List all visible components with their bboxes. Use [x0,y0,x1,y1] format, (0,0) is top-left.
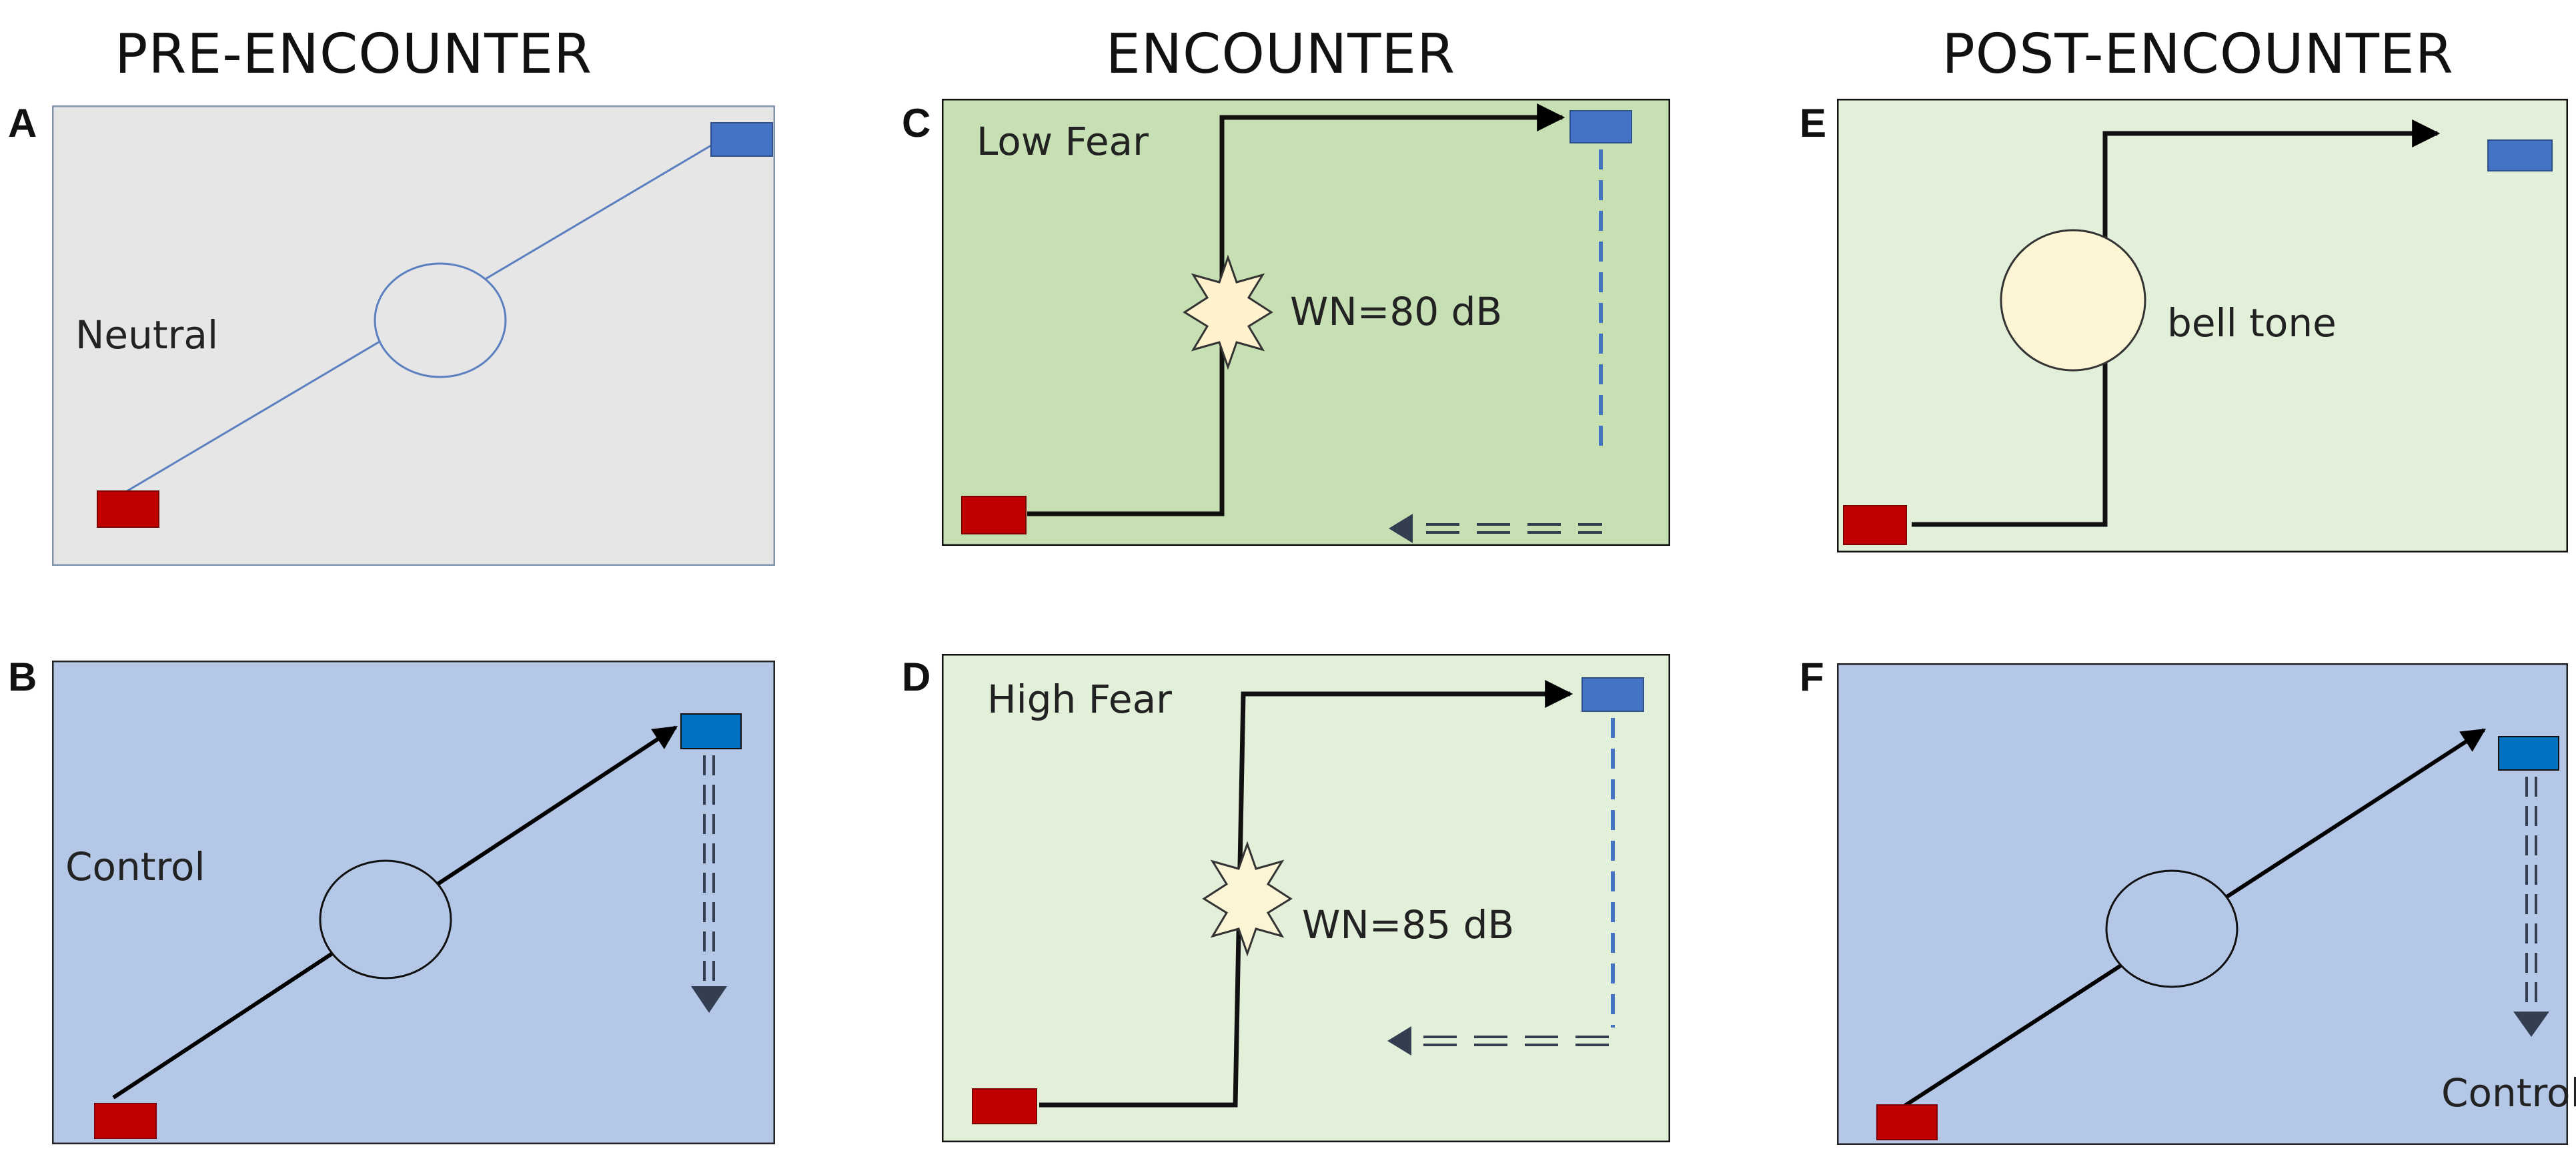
panel-d-diagram [942,654,1670,1142]
column-title-pre-encounter: PRE-ENCOUNTER [114,23,592,86]
panel-c-label: Low Fear [977,119,1149,164]
return-arrowhead-d [1387,1026,1411,1056]
panel-b-diagram [52,661,775,1144]
start-box-e [1843,505,1907,545]
panel-f-diagram [1837,663,2568,1145]
goal-box-b [680,713,742,749]
center-circle-b [319,859,452,980]
goal-box-d [1581,677,1644,712]
goal-box-c [1569,110,1632,143]
column-title-post-encounter: POST-ENCOUNTER [1942,23,2454,86]
panel-e-stimulus: bell tone [2167,300,2337,346]
column-title-encounter: ENCOUNTER [1105,23,1456,86]
panel-f-control: Control [1837,663,2576,1145]
center-circle-a [374,262,507,378]
start-box-b [94,1103,157,1139]
bell-tone-circle-e [2000,229,2146,372]
panel-c-diagram [942,99,1670,546]
panel-d-stimulus: WN=85 dB [1302,902,1515,947]
panel-d-label: High Fear [987,677,1173,722]
start-box-d [972,1088,1037,1124]
panel-letter-e: E [1800,101,1827,145]
panel-d-high-fear: High Fear WN=85 dB [942,654,1670,1142]
panel-e-diagram [1837,99,2568,552]
goal-box-f [2498,736,2559,771]
arena-d [942,654,1670,1142]
start-box-f [1876,1104,1938,1140]
panel-e-bell-tone: bell tone [1837,99,2568,552]
return-arrowhead-f [2513,1012,2549,1037]
panel-a-diagram [52,105,775,566]
return-arrowhead-b [691,986,727,1013]
panel-letter-b: B [8,655,37,699]
panel-letter-d: D [902,655,931,699]
start-box-a [97,490,159,528]
star-stimulus-c [1183,254,1273,370]
panel-c-stimulus: WN=80 dB [1290,289,1503,334]
panel-b-label: Control [65,844,205,889]
panel-c-low-fear: Low Fear WN=80 dB [942,99,1670,546]
return-arrowhead-c [1389,514,1413,543]
panel-f-label: Control [2441,1070,2576,1116]
panel-a-neutral: Neutral [52,105,775,566]
center-circle-f [2105,869,2238,988]
goal-box-e [2487,139,2553,171]
star-stimulus-d [1202,841,1293,957]
panel-letter-f: F [1800,655,1824,699]
panel-letter-a: A [8,101,37,145]
panel-b-control: Control [52,661,775,1144]
panel-a-label: Neutral [75,312,219,358]
arena-e [1837,99,2568,552]
arena-c [942,99,1670,546]
start-box-c [961,496,1027,534]
panel-letter-c: C [902,101,931,145]
goal-box-a [710,122,773,157]
